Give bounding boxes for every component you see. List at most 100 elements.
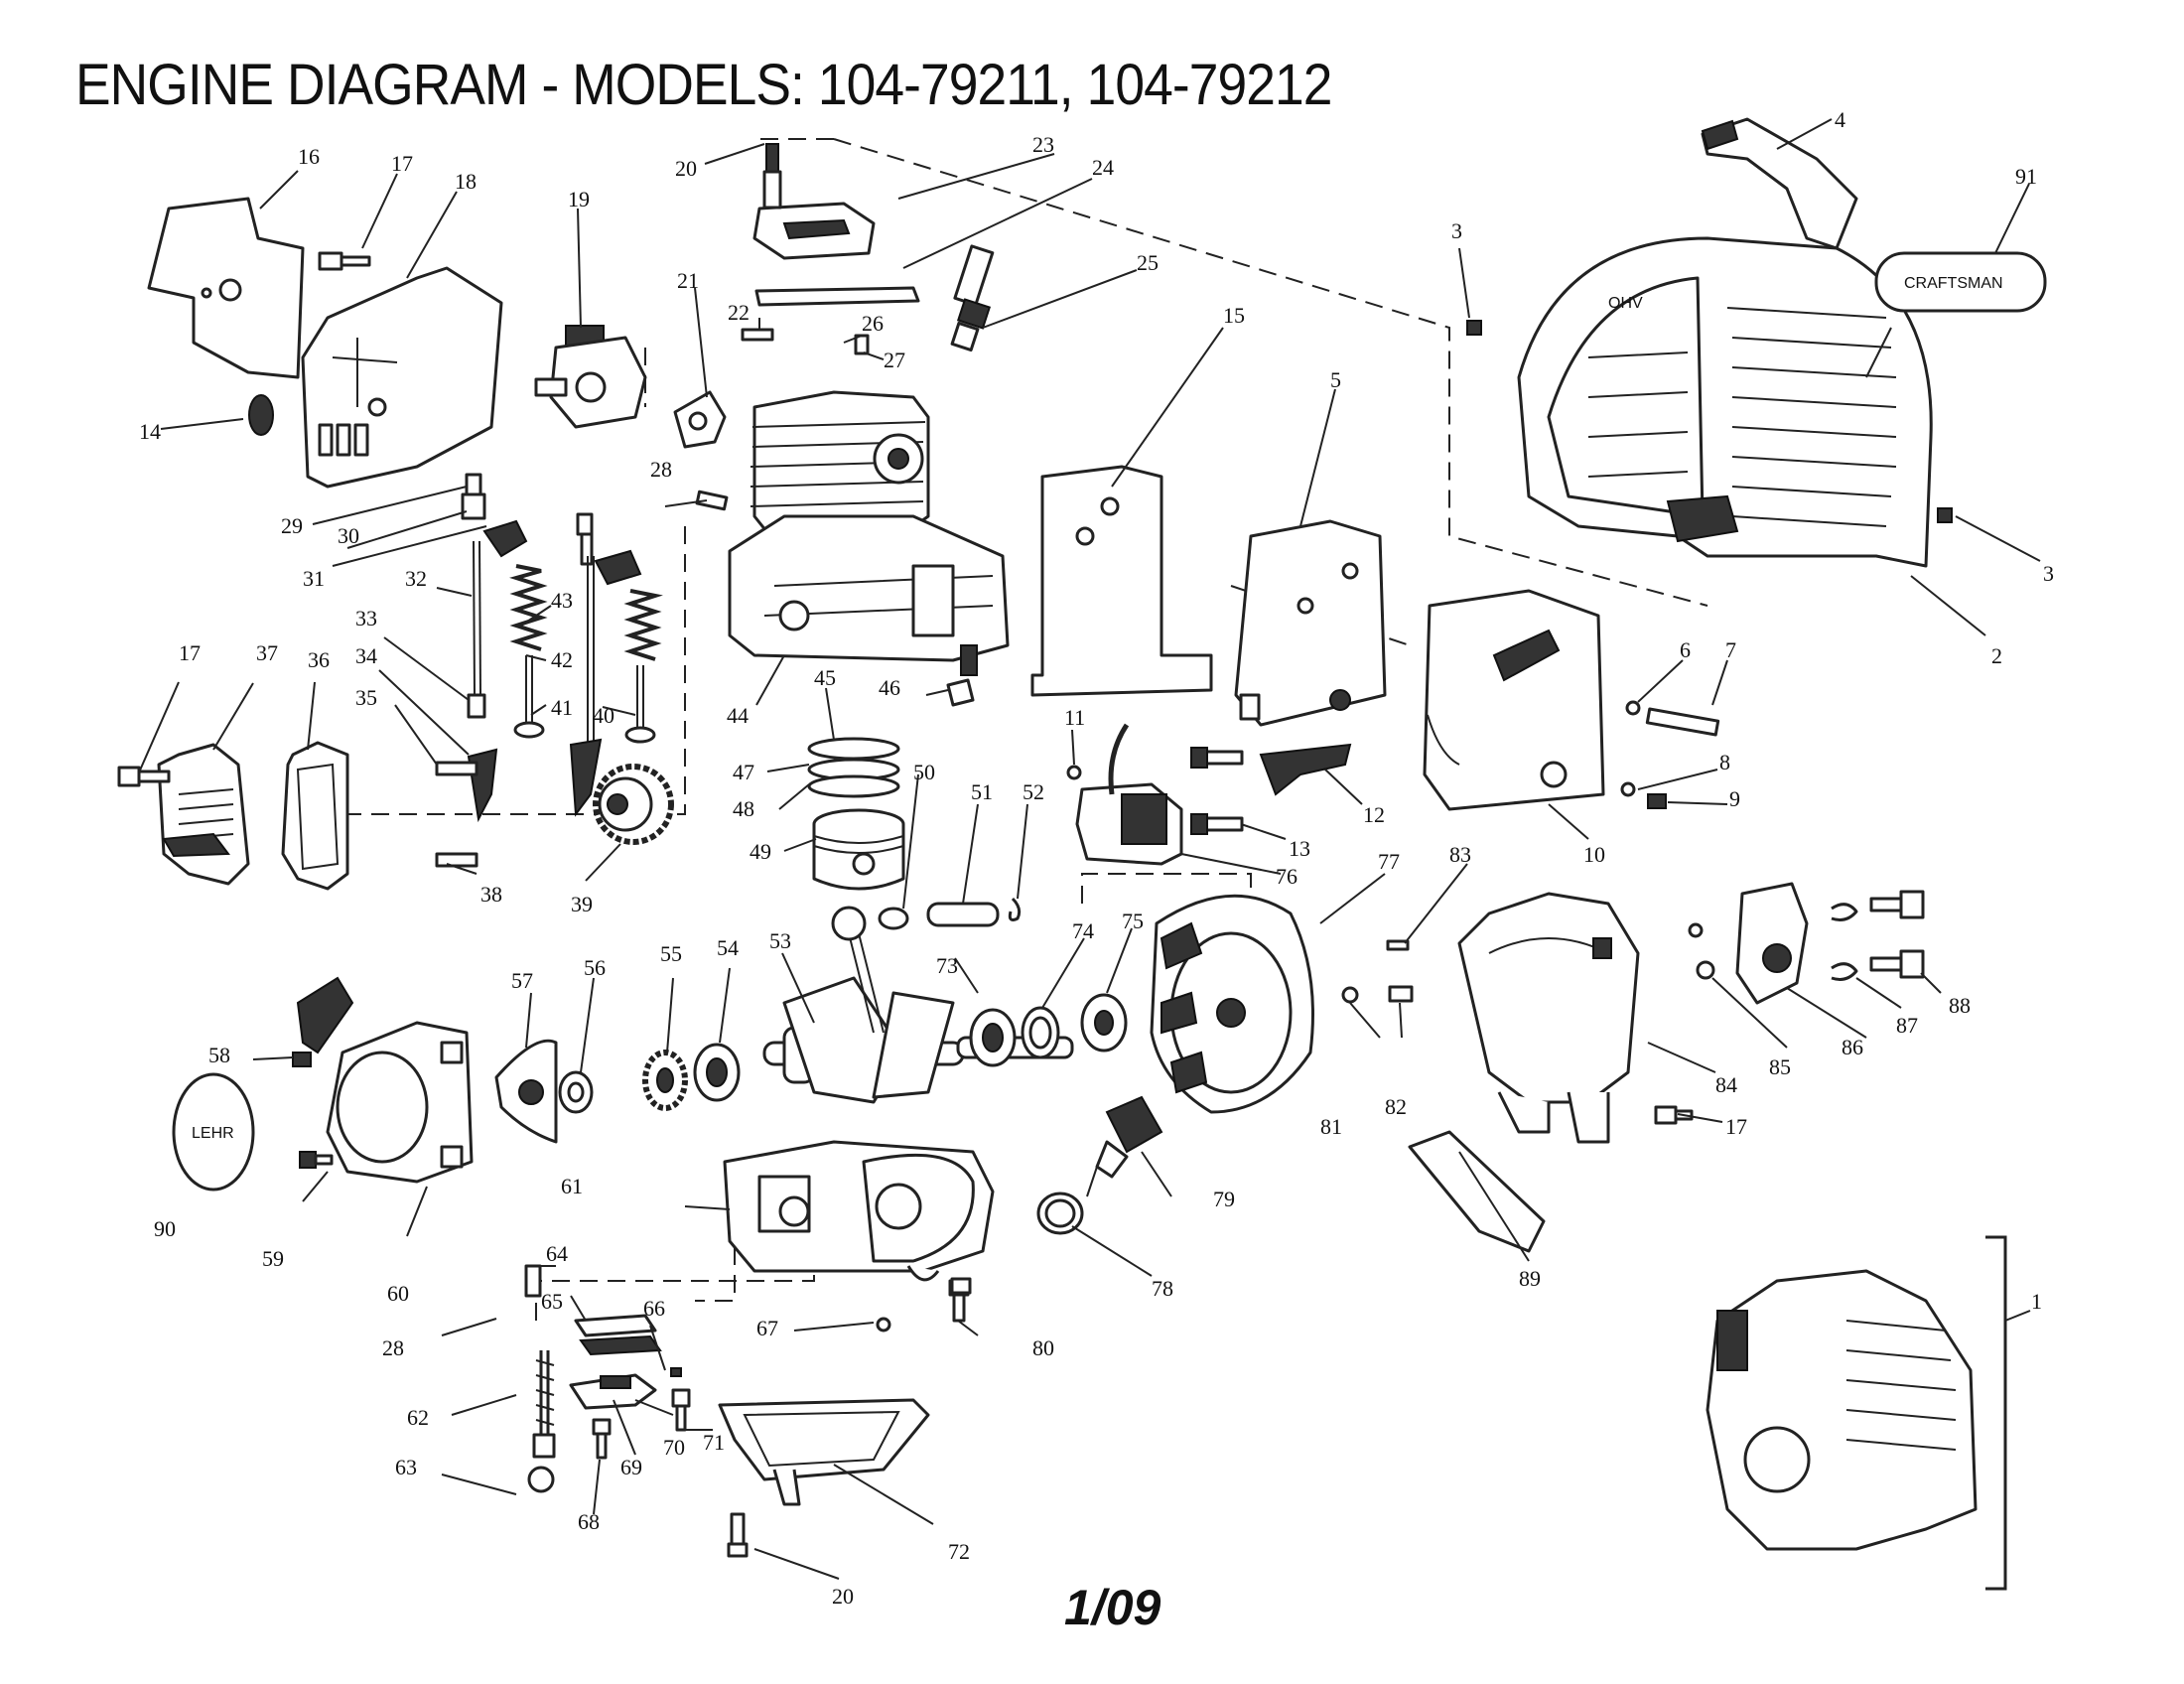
callout-87: 87 [1896,1013,1918,1038]
callout-79: 79 [1213,1187,1235,1211]
callout-17c: 17 [1725,1114,1747,1139]
callout-81: 81 [1320,1114,1342,1139]
part-50-52-piston-pin [878,897,1022,930]
callout-59: 59 [262,1246,284,1271]
callout-36: 36 [308,647,330,672]
part-24-gasket [754,286,920,307]
part-15-bracket [1030,465,1213,697]
part-17-screw [318,251,371,271]
part-45-48-piston-rings [807,737,900,798]
callout-67: 67 [756,1316,778,1340]
page-title: ENGINE DIAGRAM - MODELS: 104-79211, 104-… [75,53,1332,117]
part-80-bolt [950,1277,972,1295]
callout-70: 70 [663,1435,685,1460]
part-72-oil-pan [718,1398,930,1558]
callout-4: 4 [1835,107,1845,132]
part-10-muffler [1423,589,1605,811]
part-54-bearing [693,1043,741,1102]
part-83-key [1386,939,1410,951]
callout-numbers: 1 2 3 3 4 5 6 7 8 9 10 11 12 13 14 15 16… [139,107,2054,1609]
part-44-cylinder-block [728,390,1010,676]
callout-9: 9 [1729,786,1740,811]
callout-29: 29 [281,513,303,538]
callout-20: 20 [675,156,697,181]
callout-20b: 20 [832,1584,854,1609]
part-42-43-valve-springs [509,564,663,744]
part-77-flywheel [1150,894,1314,1114]
callout-38: 38 [480,882,502,907]
callout-58: 58 [208,1043,230,1067]
callout-73: 73 [936,953,958,978]
callout-24: 24 [1092,155,1114,180]
callout-71: 71 [703,1430,725,1455]
callout-28b: 28 [382,1335,404,1360]
part-17-left-screw [117,766,171,787]
callout-43: 43 [551,588,573,613]
part-49-piston [812,808,905,891]
callout-88: 88 [1949,993,1971,1018]
callout-61: 61 [561,1174,583,1198]
callout-22: 22 [728,300,750,325]
callout-86: 86 [1842,1035,1863,1059]
part-58-59-screws [292,1052,334,1169]
callout-15: 15 [1223,303,1245,328]
part-76-ignition-coil [1066,723,1244,866]
callout-45: 45 [814,665,836,690]
callout-42: 42 [551,647,573,672]
callout-8: 8 [1719,750,1730,774]
part-23-valve-cover [752,143,876,260]
part-79-oil-cap [1086,1095,1163,1197]
callout-27: 27 [884,348,905,372]
callout-17: 17 [391,151,413,176]
part-1-complete-engine [1706,1235,2007,1591]
callout-23: 23 [1032,132,1054,157]
part-5-muffler-shield [1234,519,1387,727]
callout-72: 72 [948,1539,970,1564]
callout-46: 46 [879,675,900,700]
craftsman-decal-text: CRAFTSMAN [1904,275,2003,292]
callout-6: 6 [1680,637,1691,662]
part-25-spark-plug [950,244,995,352]
part-81-82-nut-bolt [1341,985,1414,1004]
callout-52: 52 [1023,779,1044,804]
part-53-crankshaft [762,906,1074,1104]
part-21-gasket [673,390,727,449]
part-73-bearing [969,1008,1017,1067]
part-68-71-fasteners [592,1279,970,1460]
part-37-rocker-cover [157,743,250,886]
callout-60: 60 [387,1281,409,1306]
callout-33: 33 [355,606,377,631]
callout-82: 82 [1385,1094,1407,1119]
callout-85: 85 [1769,1054,1791,1079]
callout-5: 5 [1330,367,1341,392]
callout-75: 75 [1122,909,1144,933]
callout-10: 10 [1583,842,1605,867]
part-39-cam-gear [593,764,674,845]
callout-39: 39 [571,892,593,916]
callout-62: 62 [407,1405,429,1430]
callout-50: 50 [913,760,935,784]
callout-57: 57 [511,968,533,993]
callout-53: 53 [769,928,791,953]
part-3-screws [1466,320,1953,523]
callout-7: 7 [1725,637,1736,662]
callout-80: 80 [1032,1335,1054,1360]
ohv-badge: OHV [1608,295,1643,312]
callout-91: 91 [2015,164,2037,189]
callout-76: 76 [1276,864,1297,889]
callout-69: 69 [620,1455,642,1479]
callout-63: 63 [395,1455,417,1479]
callout-89: 89 [1519,1266,1541,1291]
callout-31: 31 [303,566,325,591]
part-16-gasket-plate [147,197,305,379]
callout-78: 78 [1152,1276,1173,1301]
callout-19: 19 [568,187,590,211]
callout-77: 77 [1378,849,1400,874]
part-46-plug [946,678,975,707]
part-56-washer [558,1070,594,1114]
callout-90: 90 [154,1216,176,1241]
callout-30: 30 [338,523,359,548]
callout-65: 65 [541,1289,563,1314]
callout-84: 84 [1715,1072,1737,1097]
